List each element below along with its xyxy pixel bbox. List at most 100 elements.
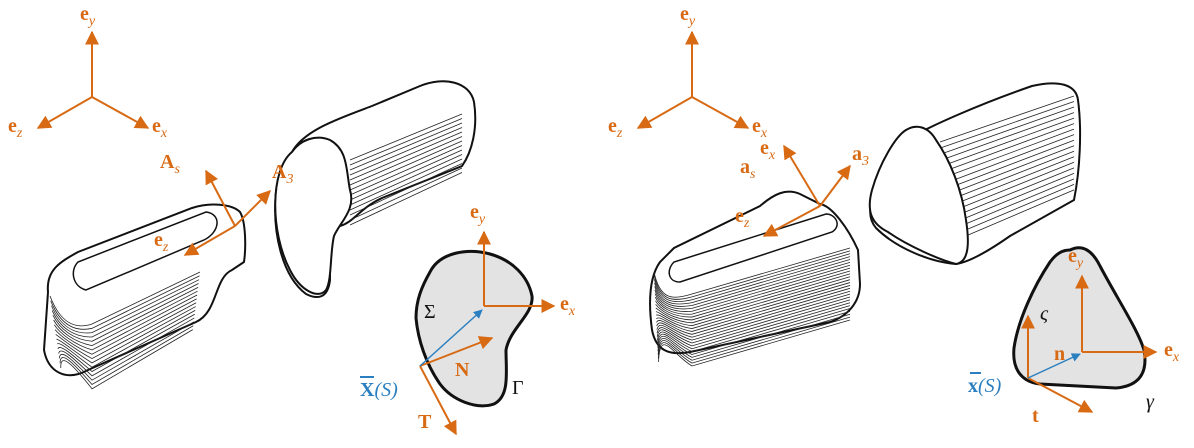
left-sigma-label: Σ	[424, 301, 436, 323]
left-frame-ex-label: ex	[152, 115, 168, 141]
right-gamma-label: γ	[1146, 391, 1155, 413]
extrusion-stripe	[654, 267, 851, 315]
left-upper-body-stripes	[349, 113, 463, 226]
extrusion-stripe	[49, 271, 201, 327]
extrusion-stripe	[50, 275, 200, 330]
extrusion-stripe	[654, 256, 851, 305]
extrusion-stripe	[657, 310, 851, 358]
extrusion-stripe	[939, 145, 1075, 198]
extrusion-stripe	[658, 319, 851, 367]
right-lower-body-stripes	[653, 247, 851, 367]
right-body-axes	[762, 144, 851, 237]
right-section-ey-label: ey	[1068, 245, 1084, 271]
extrusion-stripe	[657, 308, 851, 355]
extrusion-stripe	[653, 250, 851, 300]
extrusion-stripe	[60, 329, 194, 390]
extrusion-stripe	[939, 106, 1075, 155]
extrusion-stripe	[656, 293, 851, 341]
left-As-label: As	[160, 151, 180, 177]
right-section-ex-label: ex	[1164, 339, 1180, 365]
extrusion-stripe	[54, 298, 197, 355]
extrusion-stripe	[939, 101, 1075, 149]
right-n-label: n	[1054, 343, 1065, 365]
extrusion-stripe	[53, 294, 198, 351]
extrusion-stripe	[655, 270, 851, 318]
extrusion-stripe	[657, 313, 851, 361]
extrusion-stripe	[656, 296, 851, 344]
left-body-axes	[183, 169, 271, 256]
extrusion-stripe	[55, 302, 197, 360]
extrusion-stripe	[59, 325, 194, 385]
extrusion-stripe	[656, 290, 851, 338]
extrusion-stripe	[939, 117, 1075, 168]
left-A3-label: A3	[272, 161, 293, 187]
extrusion-stripe	[657, 316, 851, 364]
extrusion-stripe	[56, 306, 196, 364]
extrusion-stripe	[653, 253, 851, 303]
extrusion-stripe	[51, 283, 199, 338]
extrusion-stripe	[51, 279, 200, 334]
right-t-label: t	[1032, 405, 1039, 427]
extrusion-stripe	[655, 282, 851, 329]
extrusion-stripe	[939, 134, 1075, 186]
extrusion-stripe	[349, 118, 463, 166]
extrusion-stripe	[654, 262, 851, 310]
extrusion-stripe	[656, 285, 851, 332]
extrusion-stripe	[654, 264, 851, 312]
extrusion-stripe	[349, 140, 463, 191]
extrusion-stripe	[349, 131, 463, 181]
right-as-label: as	[740, 156, 756, 182]
extrusion-stripe	[52, 287, 199, 342]
left-section-ey-label: ey	[470, 201, 486, 227]
left-body-ez-label: ez	[154, 229, 169, 255]
extrusion-stripe	[349, 158, 463, 211]
extrusion-stripe	[349, 127, 463, 176]
extrusion-stripe	[57, 313, 195, 373]
extrusion-stripe	[939, 139, 1075, 192]
right-a3-label: a3	[852, 143, 869, 169]
extrusion-stripe	[53, 290, 198, 347]
extrusion-stripe	[58, 317, 195, 377]
extrusion-stripe	[939, 128, 1075, 180]
right-body-ez-label: ez	[735, 205, 750, 231]
extrusion-stripe	[655, 276, 851, 324]
extrusion-stripe	[654, 259, 851, 307]
extrusion-stripe	[939, 112, 1075, 161]
extrusion-stripe	[655, 273, 851, 321]
right-varsigma-label: ς	[1040, 303, 1049, 325]
extrusion-stripe	[349, 122, 463, 171]
left-cross-section	[414, 250, 534, 408]
right-global-frame	[636, 30, 750, 129]
left-position-vector	[419, 309, 483, 367]
left-frame-ey-label: ey	[80, 3, 96, 29]
right-body-ex-label: ex	[760, 137, 776, 163]
right-lower-body	[649, 190, 862, 367]
extrusion-stripe	[656, 299, 851, 347]
extrusion-stripe	[349, 149, 463, 201]
left-frame-ez-label: ez	[8, 115, 23, 141]
left-section-axes	[419, 230, 556, 436]
extrusion-stripe	[939, 95, 1075, 143]
extrusion-stripe	[349, 145, 463, 196]
right-upper-body	[868, 82, 1082, 266]
extrusion-stripe	[653, 247, 851, 298]
extrusion-stripe	[349, 167, 463, 221]
left-global-frame	[36, 30, 150, 129]
left-gamma-label: Γ	[512, 377, 524, 399]
extrusion-stripe	[349, 172, 463, 226]
right-frame-ey-label: ey	[680, 3, 696, 29]
left-N-label: N	[455, 359, 470, 381]
extrusion-stripe	[939, 123, 1075, 174]
right-position-vector	[1027, 353, 1081, 379]
right-x-label: x(S)	[968, 375, 1002, 397]
extrusion-stripe	[657, 302, 851, 350]
left-lower-body	[42, 203, 247, 390]
extrusion-stripe	[349, 113, 463, 161]
extrusion-stripe	[655, 279, 851, 327]
left-upper-body	[274, 80, 477, 298]
extrusion-stripe	[657, 305, 851, 353]
left-lower-body-stripes	[49, 271, 201, 390]
extrusion-stripe	[939, 150, 1075, 205]
extrusion-stripe	[656, 287, 851, 335]
